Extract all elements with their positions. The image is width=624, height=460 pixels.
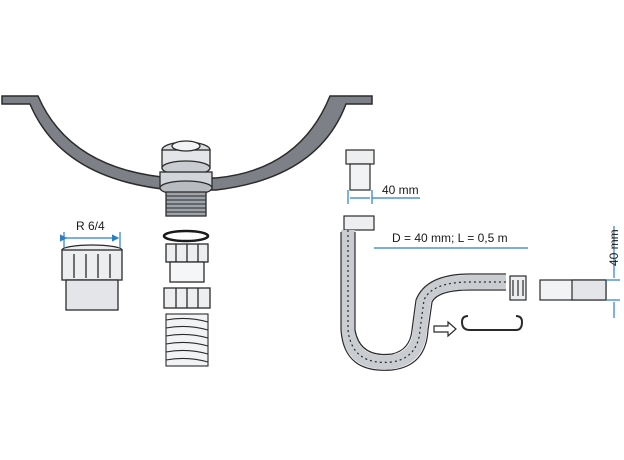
- hose-spec-label: D = 40 mm; L = 0,5 m: [392, 231, 508, 245]
- adapter-r64: [61, 244, 123, 311]
- nut-upper: [165, 243, 209, 283]
- o-ring: [162, 229, 210, 243]
- flexible-hose: [340, 215, 527, 371]
- top-fitting: [345, 149, 375, 191]
- direction-arrow: [433, 320, 457, 338]
- width-label: 40 mm: [382, 183, 419, 197]
- outlet-piece: [539, 279, 607, 301]
- corrugated-pipe-piece: [165, 313, 209, 367]
- nut-lower: [163, 287, 211, 309]
- drain-plug: [159, 140, 213, 217]
- hose-hook: [461, 315, 524, 331]
- sink-bowl: [1, 95, 373, 191]
- r64-dimension: [60, 232, 121, 248]
- height-label: 40 mm: [607, 229, 621, 266]
- width-dimension: [347, 190, 420, 204]
- thread-label: R 6/4: [76, 219, 105, 233]
- height-dimension: [606, 226, 620, 318]
